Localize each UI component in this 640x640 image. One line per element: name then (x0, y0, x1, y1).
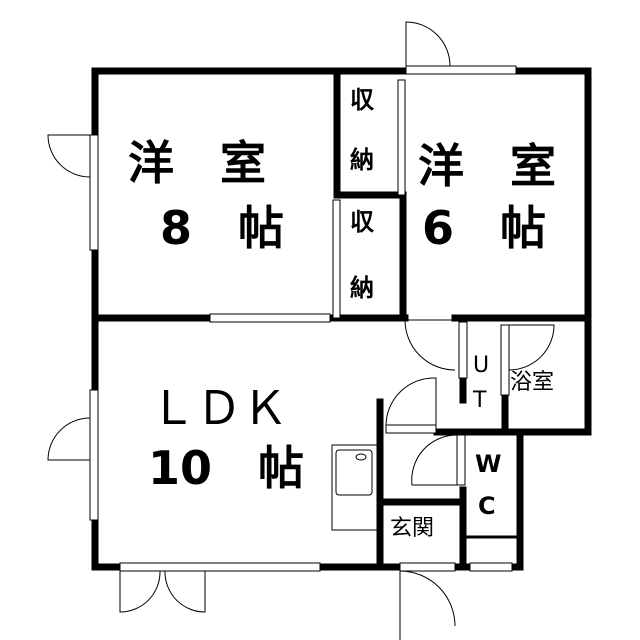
bath-label: 浴室 (510, 370, 555, 395)
utility-label-2: T (473, 388, 487, 413)
toilet-label-1: W (475, 450, 502, 478)
toilet-label-2: C (478, 492, 496, 520)
room-size-western-6: 6 帖 (422, 201, 547, 255)
room-name-western-6: 洋 室 (418, 139, 556, 193)
walls (91, 67, 592, 571)
closet-lower-label-2: 納 (350, 274, 374, 302)
kitchen-sink (331, 444, 378, 531)
closet-lower-label-1: 収 (350, 208, 374, 236)
room-size-western-8: 8 帖 (160, 201, 285, 255)
room-name-ldk: ＬＤＫ (150, 381, 288, 435)
door-swings (47, 21, 555, 640)
utility-label-1: U (473, 353, 490, 378)
room-size-ldk: 10 帖 (148, 441, 305, 495)
closet-upper-label-1: 収 (350, 86, 374, 114)
entrance-label: 玄関 (390, 516, 435, 541)
closet-upper-label-2: 納 (350, 146, 374, 174)
windows-and-sliding-doors (89, 65, 517, 572)
room-name-western-8: 洋 室 (128, 136, 266, 190)
